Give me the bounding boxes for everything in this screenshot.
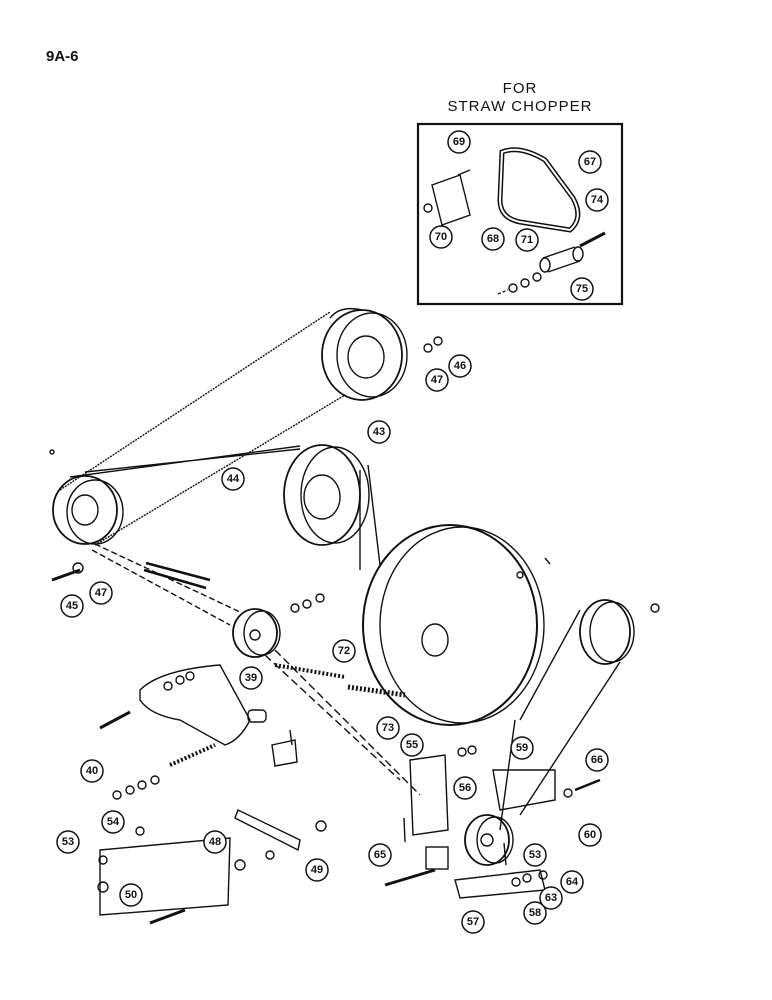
large-pulley	[362, 524, 538, 726]
callout-64: 64	[566, 876, 579, 888]
inset-washer	[508, 283, 518, 293]
callout-46: 46	[454, 360, 466, 372]
callout-59: 59	[516, 742, 528, 754]
spring-73	[347, 684, 406, 698]
callout-53-right: 53	[529, 849, 541, 861]
callout-75: 75	[576, 283, 588, 295]
callout-44: 44	[227, 473, 240, 485]
belt-rod	[143, 561, 211, 590]
callout-67: 67	[584, 156, 596, 168]
idler-pulley	[232, 608, 278, 658]
belt-top	[59, 311, 346, 546]
callout-73: 73	[382, 722, 394, 734]
spring-lower	[169, 743, 216, 767]
callout-40: 40	[86, 765, 98, 777]
spring-upper	[274, 663, 346, 679]
inset-title-line-2: STRAW CHOPPER	[447, 98, 593, 115]
arm-bolt	[99, 710, 131, 730]
inset-bolt-74	[579, 231, 606, 248]
callout-54: 54	[107, 816, 120, 828]
callout-55: 55	[406, 739, 418, 751]
callout-47-left: 47	[95, 587, 107, 599]
left-pulley	[52, 475, 118, 545]
callout-43: 43	[373, 426, 385, 438]
callout-47-top: 47	[431, 374, 443, 386]
small-bracket	[271, 739, 298, 767]
callout-74: 74	[591, 194, 604, 206]
callout-72: 72	[338, 645, 350, 657]
belt-right	[519, 609, 621, 816]
bolt-65	[384, 868, 436, 887]
inset-spacer	[542, 246, 581, 273]
callout-56: 56	[459, 782, 471, 794]
callout-53-left: 53	[62, 836, 74, 848]
belt-idler	[264, 649, 421, 796]
top-pulley	[321, 309, 403, 401]
bracket-55	[409, 754, 449, 836]
inset-box	[416, 122, 624, 306]
bolt-45	[51, 568, 81, 582]
callout-69: 69	[453, 136, 465, 148]
belt-big	[359, 464, 381, 570]
callout-58: 58	[529, 907, 541, 919]
page-number: 9A-6	[46, 48, 79, 65]
channel-48	[99, 837, 231, 916]
callout-71: 71	[521, 234, 533, 246]
belt-lower	[91, 543, 241, 626]
inset-title: FOR STRAW CHOPPER	[418, 80, 622, 116]
link-49	[234, 809, 301, 852]
inset-bolt-69	[457, 169, 471, 176]
bolt-60	[574, 778, 601, 792]
bracket-57	[454, 869, 546, 899]
inset-nut	[423, 203, 433, 213]
callout-45: 45	[66, 600, 78, 612]
right-small-pulley	[579, 599, 631, 665]
washer	[423, 343, 433, 353]
callout-39: 39	[245, 672, 257, 684]
callout-60: 60	[584, 829, 596, 841]
middle-pulley	[283, 444, 361, 546]
callout-63: 63	[545, 892, 557, 904]
bolt-50	[149, 908, 186, 925]
idler-arm	[139, 664, 251, 746]
callout-65: 65	[374, 849, 386, 861]
belt-upper	[69, 445, 301, 478]
callout-70: 70	[435, 231, 447, 243]
bracket-59	[492, 769, 556, 811]
callout-57: 57	[467, 916, 479, 928]
callout-68: 68	[487, 233, 499, 245]
callout-49: 49	[311, 864, 323, 876]
lower-pulley	[464, 814, 510, 866]
callout-48: 48	[209, 836, 221, 848]
callout-50: 50	[125, 889, 137, 901]
inset-shield	[431, 174, 471, 226]
inset-title-line-1: FOR	[502, 80, 538, 97]
callout-66: 66	[591, 754, 603, 766]
